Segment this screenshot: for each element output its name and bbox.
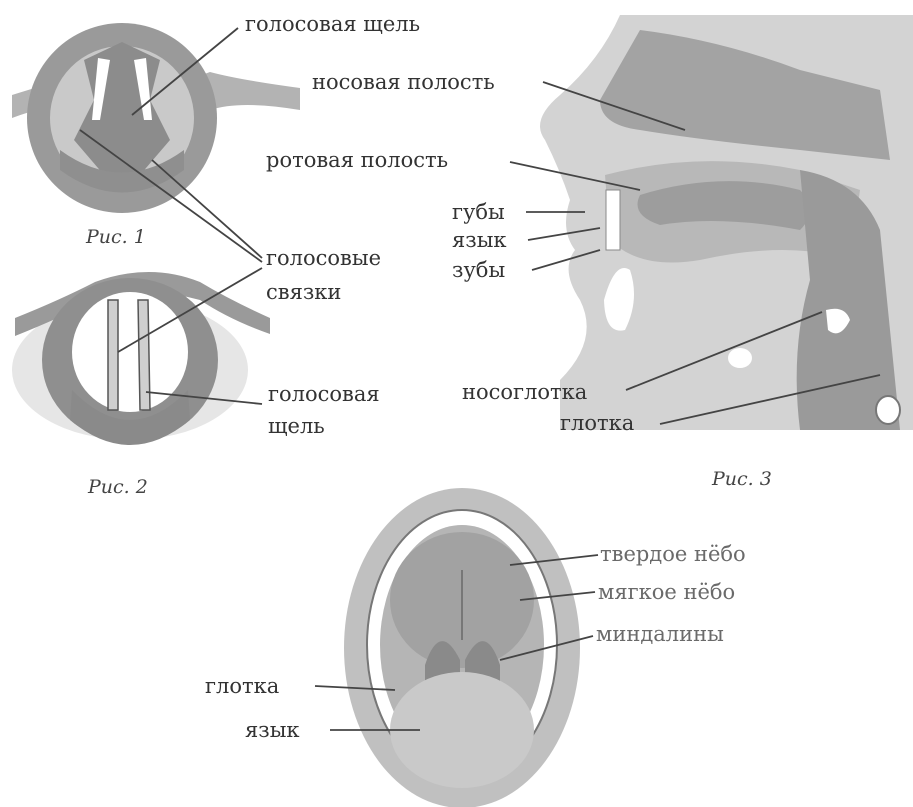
label-lips: губы [452,202,505,223]
caption-fig2: Рис. 2 [88,478,148,497]
label-soft-palate: мягкое нёбо [598,582,735,603]
label-nasopharynx: носоглотка [462,382,587,403]
label-tonsils: миндалины [596,624,724,645]
label-oral-cavity: ротовая полость [266,150,448,171]
caption-fig3: Рис. 3 [712,470,772,489]
label-glottis-fig2-line1: голосовая [268,384,380,405]
caption-fig1: Рис. 1 [86,228,146,247]
label-hard-palate: твердое нёбо [600,544,746,565]
label-nasal-cavity: носовая полость [312,72,495,93]
label-tongue-fig3: язык [452,230,507,251]
label-tongue-fig4: язык [245,720,300,741]
label-pharynx-fig3: глотка [560,413,634,434]
figure4-open-mouth [344,488,580,807]
label-teeth: зубы [452,260,505,281]
label-pharynx-fig4: глотка [205,676,279,697]
figure3-head-section [540,15,913,430]
label-vocal-cords-line2: связки [266,282,341,303]
figure2-larynx [12,272,270,445]
label-glottis-fig1: голосовая щель [245,14,420,35]
label-glottis-fig2-line2: щель [268,416,325,437]
label-vocal-cords-line1: голосовые [266,248,381,269]
